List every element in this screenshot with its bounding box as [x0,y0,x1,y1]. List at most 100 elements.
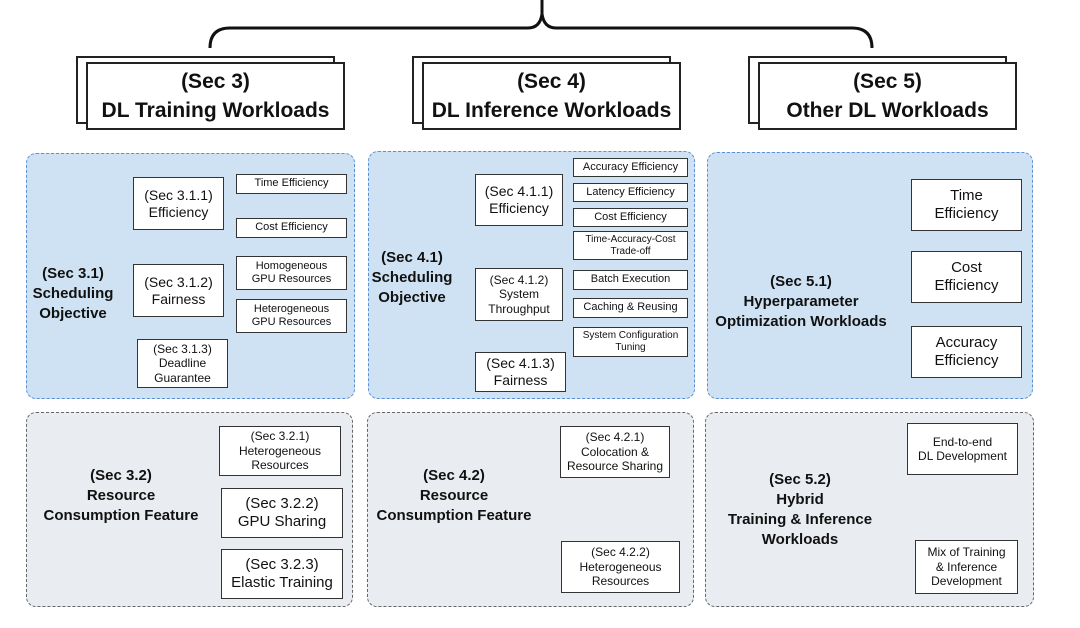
sec3-1-2-title: Fairness [151,290,206,307]
sec5-1-num: (Sec 5.1) [770,273,832,290]
sec5-2-label: (Sec 5.2) Hybrid Training & Inference Wo… [712,470,888,550]
sec3-2-1-heterogeneous: (Sec 3.2.1) Heterogeneous Resources [219,426,341,476]
sec4-2-line2: Resource [419,487,489,504]
sec5-acc-line1: Accuracy [935,334,998,351]
sec3-1-2-fairness: (Sec 3.1.2) Fairness [133,264,224,317]
tac-line2: Trade-off [610,245,651,257]
sec3-2-3-title: Elastic Training [231,574,333,591]
sec3-1-3-line3: Guarantee [154,370,211,385]
sec5-time-efficiency: Time Efficiency [911,179,1022,231]
sec5-time-line1: Time [950,187,983,204]
sec3-1-line2: Scheduling [32,285,114,302]
sec4-1-label: (Sec 4.1) Scheduling Objective [368,248,456,308]
homogeneous-line2: GPU Resources [251,273,332,285]
accuracy-efficiency-box: Accuracy Efficiency [573,158,688,177]
sec3-2-2-title: GPU Sharing [237,513,327,530]
header-sec4-num: (Sec 4) [517,70,586,93]
sec3-2-label: (Sec 3.2) Resource Consumption Feature [36,466,206,526]
tac-line1: Time-Accuracy-Cost [585,233,676,245]
sec4-2-2-num: (Sec 4.2.2) [591,545,650,560]
sec5-2-line4: Workloads [761,531,839,548]
sec5-cost-line1: Cost [951,259,982,276]
sec4-2-1-num: (Sec 4.2.1) [585,430,645,445]
sec3-1-1-num: (Sec 3.1.1) [144,186,213,203]
sec3-2-2-num: (Sec 3.2.2) [245,495,319,512]
tac-tradeoff-box: Time-Accuracy-Cost Trade-off [573,231,688,260]
sec4-2-1-line3: Resource Sharing [566,459,664,474]
cost-efficiency-text: Cost Efficiency [255,221,328,234]
header-sec4-title: DL Inference Workloads [431,99,672,122]
cost-efficiency-box-4: Cost Efficiency [573,208,688,227]
latency-efficiency-text: Latency Efficiency [586,185,675,198]
sec3-2-1-line2: Heterogeneous [238,443,322,458]
sec3-1-label: (Sec 3.1) Scheduling Objective [28,264,118,324]
sec5-1-line3: Optimization Workloads [715,313,887,330]
sec3-1-3-line2: Deadline [158,356,207,371]
header-sec5-title: Other DL Workloads [786,99,989,122]
cost-efficiency-box: Cost Efficiency [236,218,347,238]
header-sec3-title: DL Training Workloads [101,99,330,122]
batch-execution-box: Batch Execution [573,270,688,290]
sec4-1-2-line3: Throughput [488,301,550,316]
sec3-1-2-num: (Sec 3.1.2) [144,273,213,290]
caching-reusing-box: Caching & Reusing [573,298,688,318]
sec5-2-line2: Hybrid [776,491,824,508]
accuracy-efficiency-text: Accuracy Efficiency [582,160,679,173]
sec4-1-3-num: (Sec 4.1.3) [486,355,555,372]
sec3-2-1-num: (Sec 3.2.1) [250,429,310,444]
sec4-1-2-line2: System [498,287,539,302]
mix-line3: Development [931,574,1002,589]
mix-training-box: Mix of Training & Inference Development [915,540,1018,594]
sysconf-line1: System Configuration [582,330,679,341]
sec5-2-line3: Training & Inference [727,511,873,528]
heterogeneous-line1: Heterogeneous [253,302,330,315]
homogeneous-line1: Homogeneous [255,259,328,272]
sec4-2-1-colocation: (Sec 4.2.1) Colocation & Resource Sharin… [560,426,670,478]
sec5-cost-line2: Efficiency [934,277,999,294]
sec3-1-3-num: (Sec 3.1.3) [153,341,212,356]
homogeneous-gpu-box: Homogeneous GPU Resources [236,256,347,290]
sec5-1-line2: Hyperparameter [743,293,859,310]
sec4-2-2-line2: Heterogeneous [579,559,662,574]
sec5-acc-line2: Efficiency [934,352,999,369]
sec4-2-2-heterogeneous: (Sec 4.2.2) Heterogeneous Resources [561,541,680,593]
sec3-2-3-elastic: (Sec 3.2.3) Elastic Training [221,549,343,599]
sec3-1-3-deadline: (Sec 3.1.3) Deadline Guarantee [137,339,228,388]
cost-efficiency-4-text: Cost Efficiency [594,210,667,223]
sec3-1-1-title: Efficiency [148,203,209,220]
mix-line2: & Inference [935,559,998,574]
sec4-1-line2: Scheduling [371,269,453,286]
heterogeneous-line2: GPU Resources [251,316,332,328]
sec5-cost-efficiency: Cost Efficiency [911,251,1022,303]
sec5-1-label: (Sec 5.1) Hyperparameter Optimization Wo… [708,272,894,332]
sec4-1-3-fairness: (Sec 4.1.3) Fairness [475,352,566,392]
heterogeneous-gpu-box: Heterogeneous GPU Resources [236,299,347,333]
sec3-1-1-efficiency: (Sec 3.1.1) Efficiency [133,177,224,230]
sec3-2-num: (Sec 3.2) [90,467,152,484]
sec4-2-num: (Sec 4.2) [423,467,485,484]
sec3-1-line3: Objective [39,305,107,322]
header-sec3-num: (Sec 3) [181,70,250,93]
sec5-2-num: (Sec 5.2) [769,471,831,488]
caching-reusing-text: Caching & Reusing [583,301,678,314]
sec3-2-1-line3: Resources [251,458,309,473]
batch-execution-text: Batch Execution [590,273,671,286]
sec3-2-line3: Consumption Feature [43,507,199,524]
time-efficiency-box: Time Efficiency [236,174,347,194]
sec4-2-label: (Sec 4.2) Resource Consumption Feature [368,466,540,526]
e2e-line2: DL Development [918,449,1007,463]
header-sec5-num: (Sec 5) [853,70,922,93]
time-efficiency-text: Time Efficiency [254,177,329,190]
sec3-1-num: (Sec 3.1) [42,265,104,282]
sec5-accuracy-efficiency: Accuracy Efficiency [911,326,1022,378]
sec4-2-1-line2: Colocation & [580,444,650,459]
sec4-1-1-num: (Sec 4.1.1) [484,183,554,200]
end-to-end-box: End-to-end DL Development [907,423,1018,475]
sec4-1-2-num: (Sec 4.1.2) [489,272,549,287]
sec4-1-1-efficiency: (Sec 4.1.1) Efficiency [475,174,563,226]
sec4-1-3-title: Fairness [493,372,548,388]
sec5-time-line2: Efficiency [934,205,999,222]
sec3-2-line2: Resource [86,487,156,504]
sec4-2-2-line3: Resources [591,574,650,589]
sec4-1-num: (Sec 4.1) [381,249,443,266]
